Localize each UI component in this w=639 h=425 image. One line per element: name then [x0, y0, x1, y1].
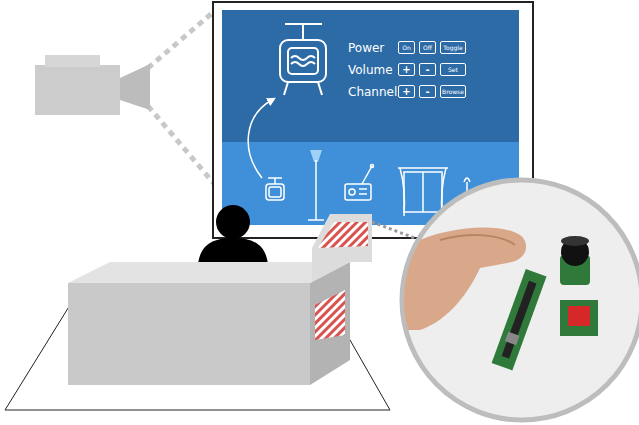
button-label: Off: [423, 45, 432, 51]
slider-board: [492, 269, 547, 370]
radio-icon: [345, 165, 374, 201]
inset-photo: [400, 227, 598, 370]
tv-icon-small: [266, 178, 284, 200]
ui-button: On: [398, 41, 415, 54]
projector-body: [35, 65, 120, 115]
button-label: +: [402, 65, 410, 75]
button-board: [560, 300, 598, 336]
button-label: On: [402, 45, 411, 51]
desk-front: [68, 283, 310, 385]
projector-top: [45, 55, 100, 67]
tv-icon: [280, 24, 326, 95]
projector: [35, 55, 150, 115]
lamp-icon: [308, 150, 324, 220]
row-label: Channel: [348, 86, 397, 98]
button-label: Browse: [442, 89, 464, 95]
control-panel: [222, 10, 519, 142]
ui-button: +: [398, 85, 415, 98]
button-label: -: [425, 65, 429, 75]
ui-button: Browse: [440, 85, 466, 98]
button-label: Toggle: [443, 45, 462, 51]
desk-top: [68, 262, 350, 283]
ui-button: Set: [440, 63, 466, 76]
ui-button: Off: [419, 41, 436, 54]
user-figure: [198, 205, 268, 265]
ui-button: -: [419, 85, 436, 98]
button-label: +: [402, 87, 410, 97]
input-panel: [315, 290, 345, 340]
projector-lens: [120, 64, 150, 110]
hand: [400, 227, 526, 330]
row-label: Power: [348, 42, 384, 54]
button-label: Set: [448, 67, 458, 73]
desk-side: [310, 262, 350, 385]
callout-line: [372, 222, 420, 240]
input-panel: [318, 222, 368, 248]
selection-arrow: [248, 100, 272, 178]
ui-button: +: [398, 63, 415, 76]
ui-button: Toggle: [440, 41, 466, 54]
knob-board: [560, 236, 590, 285]
button-label: -: [425, 87, 429, 97]
ui-button: -: [419, 63, 436, 76]
projection-beam: [148, 8, 218, 68]
desk: [68, 214, 372, 385]
finger-crease: [440, 235, 515, 245]
control-box: [310, 214, 372, 283]
row-label: Volume: [348, 64, 393, 76]
